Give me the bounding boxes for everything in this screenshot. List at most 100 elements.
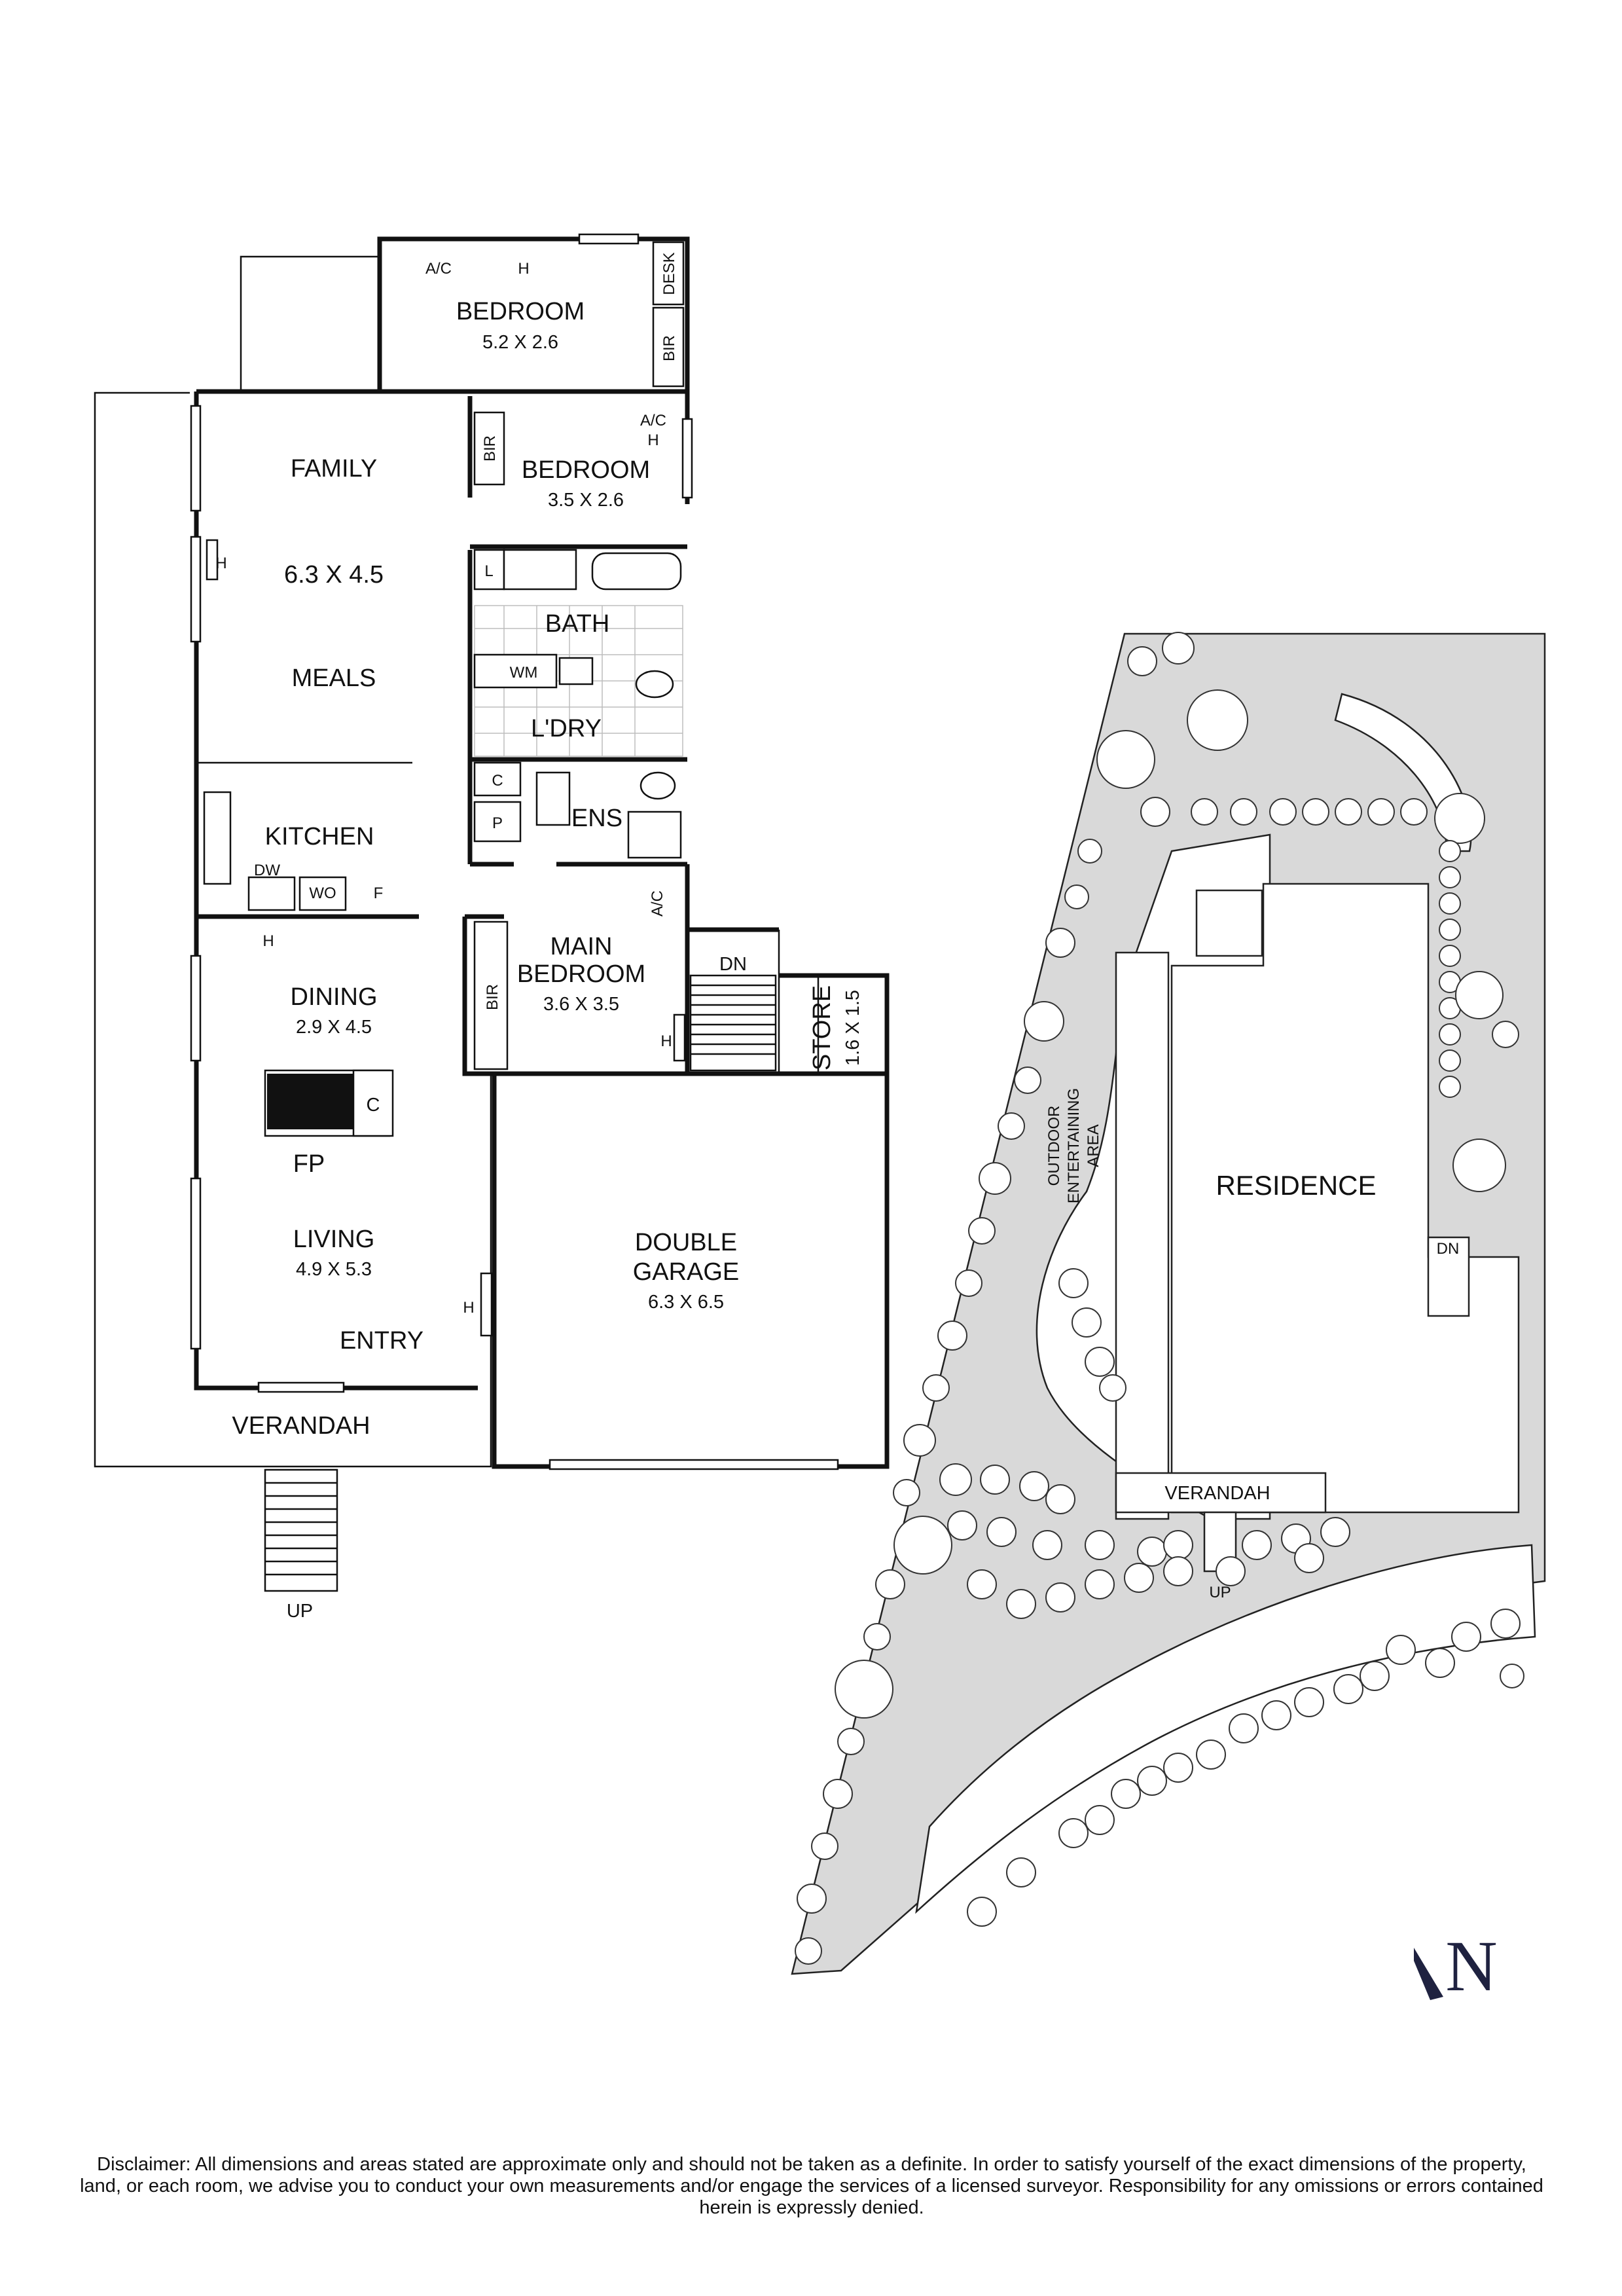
tree-icon [797, 1884, 827, 1914]
tree-icon [1137, 1766, 1167, 1796]
main-bedroom-name-2: BEDROOM [517, 960, 645, 988]
bedroom-3-size: 3.5 X 2.6 [548, 490, 624, 511]
garden-path [1334, 693, 1472, 852]
tree-icon [1019, 1471, 1049, 1501]
floor-plan-labels: BEDROOM 5.2 X 2.6 BEDROOM 3.5 X 2.6 FAMI… [215, 252, 863, 1622]
tree-icon [1320, 1517, 1350, 1547]
entry-name: ENTRY [340, 1327, 424, 1355]
tree-icon [1425, 1648, 1455, 1678]
tree-icon [1058, 1268, 1089, 1298]
heater-label-5: H [660, 1032, 672, 1050]
tree-icon [1162, 632, 1195, 665]
wm-label: WM [510, 664, 538, 682]
living-size: 4.9 X 5.3 [296, 1259, 372, 1280]
tree-icon [1196, 1740, 1226, 1770]
tree-icon [1045, 1484, 1075, 1514]
bir-label-1: BIR [660, 335, 678, 361]
site-verandah-label: VERANDAH [1164, 1483, 1270, 1504]
site-verandah [1115, 1472, 1327, 1514]
tree-icon [937, 1321, 967, 1351]
stairs-down-label: DN [719, 954, 747, 975]
porch [1195, 889, 1263, 957]
ac-label-3: A/C [649, 890, 666, 917]
tree-icon [1127, 646, 1157, 676]
main-bedroom-size: 3.6 X 3.5 [543, 994, 619, 1015]
tree-icon [1294, 1687, 1324, 1717]
tree-icon [1024, 1001, 1064, 1042]
bir-label-3: BIR [484, 984, 501, 1010]
tree-icon [1187, 689, 1248, 751]
wo-label: WO [309, 884, 336, 902]
deck [1115, 951, 1170, 1520]
tree-icon [1014, 1066, 1041, 1094]
dining-size: 2.9 X 4.5 [296, 1017, 372, 1038]
tree-icon [998, 1112, 1025, 1140]
tree-icon [1439, 840, 1461, 862]
tree-icon [979, 1162, 1011, 1195]
desk-label: DESK [660, 252, 678, 295]
outdoor-label-3: AREA [1085, 1124, 1102, 1167]
heater-label-4: H [262, 932, 274, 950]
stairs-up-label: UP [287, 1601, 313, 1622]
store-name: STORE [808, 985, 836, 1070]
tree-icon [1335, 798, 1362, 826]
meals-name: MEALS [292, 665, 376, 692]
tree-icon [1455, 971, 1504, 1019]
heater-label-1: H [518, 260, 529, 278]
tree-icon [1216, 1556, 1246, 1586]
fixtures [203, 241, 686, 1337]
cupboard-label-1: C [492, 772, 503, 790]
tree-icon [947, 1510, 977, 1540]
tree-icon [1439, 866, 1461, 888]
bedroom-2-size: 5.2 X 2.6 [482, 332, 558, 353]
driveway [915, 1544, 1536, 1914]
north-label: N [1445, 1926, 1497, 2006]
main-bedroom-name-1: MAIN [550, 933, 613, 960]
tree-icon [1360, 1661, 1390, 1691]
pantry-label: P [492, 814, 503, 832]
ac-label-1: A/C [425, 260, 452, 278]
tree-icon [1500, 1664, 1524, 1688]
tree-icon [1124, 1563, 1154, 1593]
bedroom-2-name: BEDROOM [456, 298, 585, 325]
tree-icon [837, 1728, 865, 1755]
tree-icon [1400, 798, 1428, 826]
north-arrow-icon [1414, 1948, 1443, 2000]
tree-icon [1096, 730, 1155, 789]
tree-icon [1229, 1713, 1259, 1743]
tree-icon [1451, 1622, 1481, 1652]
tree-icon [939, 1463, 972, 1496]
tree-icon [1261, 1700, 1291, 1730]
bedroom-3-name: BEDROOM [522, 456, 650, 484]
north-arrow: N [1414, 1926, 1498, 2006]
tree-icon [967, 1569, 997, 1599]
heater-label-3: H [215, 555, 226, 572]
tree-icon [1386, 1635, 1416, 1665]
tree-icon [1242, 1530, 1272, 1560]
tree-icon [1058, 1818, 1089, 1848]
ac-label-2: A/C [640, 412, 666, 429]
tree-icon [823, 1779, 853, 1809]
fridge-label: F [374, 884, 384, 902]
dw-label: DW [254, 862, 280, 879]
tree-icon [1439, 1076, 1461, 1098]
tree-icon [1439, 1049, 1461, 1072]
laundry-name: L'DRY [531, 715, 602, 742]
site-trees [795, 632, 1524, 1965]
site-stairs [1427, 1236, 1470, 1317]
tree-icon [968, 1217, 996, 1245]
dining-name: DINING [291, 983, 378, 1011]
residence-label: RESIDENCE [1216, 1170, 1376, 1201]
site-dn-label: DN [1437, 1240, 1460, 1258]
tree-icon [1163, 1753, 1193, 1783]
tree-icon [1111, 1779, 1141, 1809]
tree-icon [893, 1516, 952, 1575]
garage-name-2: GARAGE [633, 1258, 740, 1286]
garage-name-1: DOUBLE [635, 1229, 737, 1256]
tree-icon [1163, 1556, 1193, 1586]
tree-icon [1032, 1530, 1062, 1560]
tree-icon [1439, 945, 1461, 967]
tree-icon [1006, 1589, 1036, 1619]
tree-icon [1085, 1805, 1115, 1835]
stairs [264, 974, 777, 1592]
